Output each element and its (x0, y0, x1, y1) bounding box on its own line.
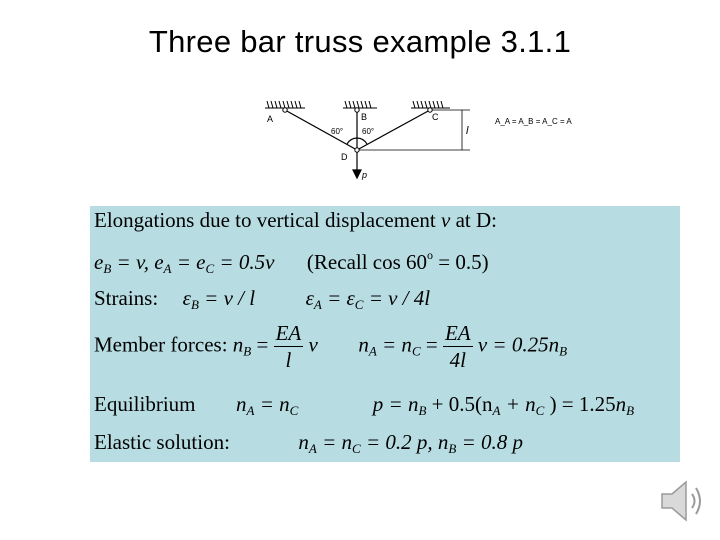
speaker-icon[interactable] (656, 476, 708, 526)
member-forces-row: Member forces: nB = EA l v nA = nC = EA … (94, 321, 568, 372)
equations-panel: Elongations due to vertical displacement… (90, 206, 680, 462)
strain-b: = v / l (204, 286, 256, 310)
elongation-equation: eB = v, eA = eC = 0.5v (Recall cos 60o =… (94, 248, 489, 276)
force-b-v: v (308, 332, 318, 357)
equilibrium-label: Equilibrium (94, 392, 196, 416)
angle-label-left: 60° (331, 127, 343, 136)
equilibrium-p: p = (372, 392, 408, 416)
force-a-c-tail: v = 0.25 (477, 332, 549, 357)
load-label-p: p (361, 170, 367, 180)
elongation-heading-at: at D: (455, 208, 497, 232)
truss-members (284, 109, 431, 180)
strain-a-c: = v / 4l (368, 286, 431, 310)
strains-row: Strains: εB = v / l εA = εC = v / 4l (94, 286, 431, 312)
dimension-line (357, 109, 470, 151)
elongation-recall-end: = 0.5) (433, 250, 489, 274)
elastic-solution-row: Elastic solution: nA = nC = 0.2 p, nB = … (94, 430, 523, 456)
member-forces-label: Member forces: (94, 332, 228, 357)
equilibrium-mid: + 0.5(n (431, 392, 493, 416)
length-label-l: l (466, 125, 469, 137)
elastic-solution-label: Elastic solution: (94, 430, 230, 454)
joint-label-b: B (361, 112, 367, 122)
truss-diagram: A B C D p l 60° 60° A_A = A_B = A_C = A (265, 100, 572, 180)
elongation-recall: (Recall cos 60 (306, 250, 428, 274)
joint-label-d: D (341, 152, 348, 162)
joint-label-a: A (267, 114, 273, 124)
fraction-ea-over-l: EA l (273, 321, 304, 372)
support-hatching (265, 100, 450, 109)
slide-title: Three bar truss example 3.1.1 (148, 24, 572, 59)
elongation-heading: Elongations due to vertical displacement… (94, 208, 497, 233)
elastic-solution-nb: = 0.8 p (461, 430, 523, 454)
area-equality-note: A_A = A_B = A_C = A (495, 117, 572, 126)
equilibrium-end: ) = 1.25 (549, 392, 616, 416)
elongation-eb: = v, (116, 250, 149, 274)
elongation-heading-text: Elongations due to vertical displacement (94, 208, 436, 232)
strains-label: Strains: (94, 286, 159, 310)
joints (282, 107, 433, 153)
angle-label-right: 60° (362, 127, 374, 136)
elongation-ea-ec: = 0.5v (219, 250, 275, 274)
fraction-ea-over-4l: EA 4l (442, 321, 473, 372)
elongation-heading-v: v (440, 208, 451, 232)
elastic-solution-nac: = 0.2 p, n (365, 430, 449, 454)
joint-label-c: C (432, 112, 439, 122)
equilibrium-row: Equilibrium nA = nC p = nB + 0.5(nA + nC… (94, 392, 635, 418)
